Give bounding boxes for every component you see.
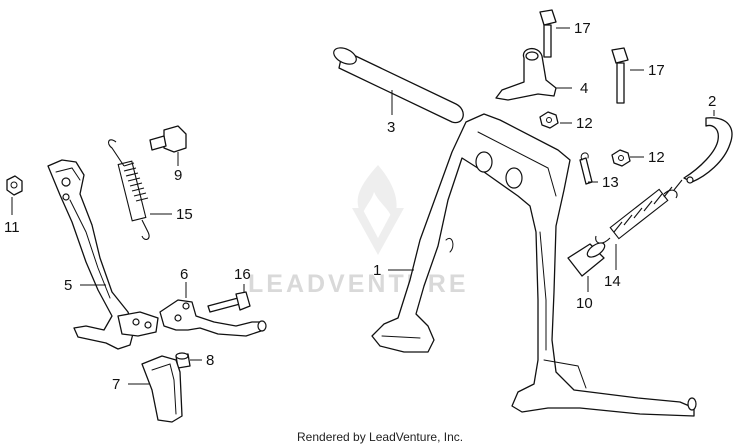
callout-1: 1 — [373, 262, 381, 279]
callout-12-upper: 12 — [576, 115, 593, 132]
part-16-bolt — [207, 284, 251, 313]
callout-15: 15 — [176, 206, 193, 223]
callout-9: 9 — [174, 167, 182, 184]
watermark-text: LEADVENTURE — [248, 270, 469, 298]
part-7-stopper — [128, 355, 183, 423]
credit-text: Rendered by LeadVenture, Inc. — [297, 430, 463, 444]
leadventure-flame-logo — [352, 165, 404, 255]
part-13-pin — [579, 152, 598, 185]
part-11-nut — [6, 175, 23, 215]
part-10-collar — [567, 242, 606, 292]
callout-13: 13 — [602, 174, 619, 191]
callout-3: 3 — [387, 119, 395, 136]
watermark: LEADVENTURE — [248, 165, 469, 298]
part-14-spring — [595, 179, 683, 270]
part-8-rubber — [175, 352, 202, 369]
callout-11: 11 — [4, 219, 20, 236]
part-1-main-stand — [371, 113, 697, 417]
part-2-hook-plate — [683, 110, 733, 184]
callouts: 1 2 3 4 5 6 7 8 9 10 11 12 12 13 14 15 1… — [4, 20, 716, 393]
callout-10: 10 — [576, 295, 593, 312]
callout-12-right: 12 — [648, 149, 665, 166]
callout-16: 16 — [234, 266, 251, 283]
part-15-spring — [107, 139, 172, 241]
part-3-pipe — [333, 47, 464, 124]
callout-4: 4 — [580, 80, 588, 97]
part-17b-bolt — [611, 47, 644, 104]
callout-14: 14 — [604, 273, 621, 290]
part-12a-nut — [539, 111, 572, 129]
callout-6: 6 — [180, 266, 188, 283]
callout-2: 2 — [708, 93, 716, 110]
callout-5: 5 — [64, 277, 72, 294]
callout-17-upper: 17 — [574, 20, 591, 37]
part-12b-nut — [611, 149, 644, 167]
part-17a-bolt — [539, 9, 570, 58]
callout-8: 8 — [206, 352, 214, 369]
part-4-bracket — [495, 48, 572, 101]
part-9-bolt — [149, 125, 187, 166]
callout-17-right: 17 — [648, 62, 665, 79]
part-6-bracket — [159, 282, 267, 337]
part-5-side-stand — [47, 159, 159, 350]
callout-7: 7 — [112, 376, 120, 393]
